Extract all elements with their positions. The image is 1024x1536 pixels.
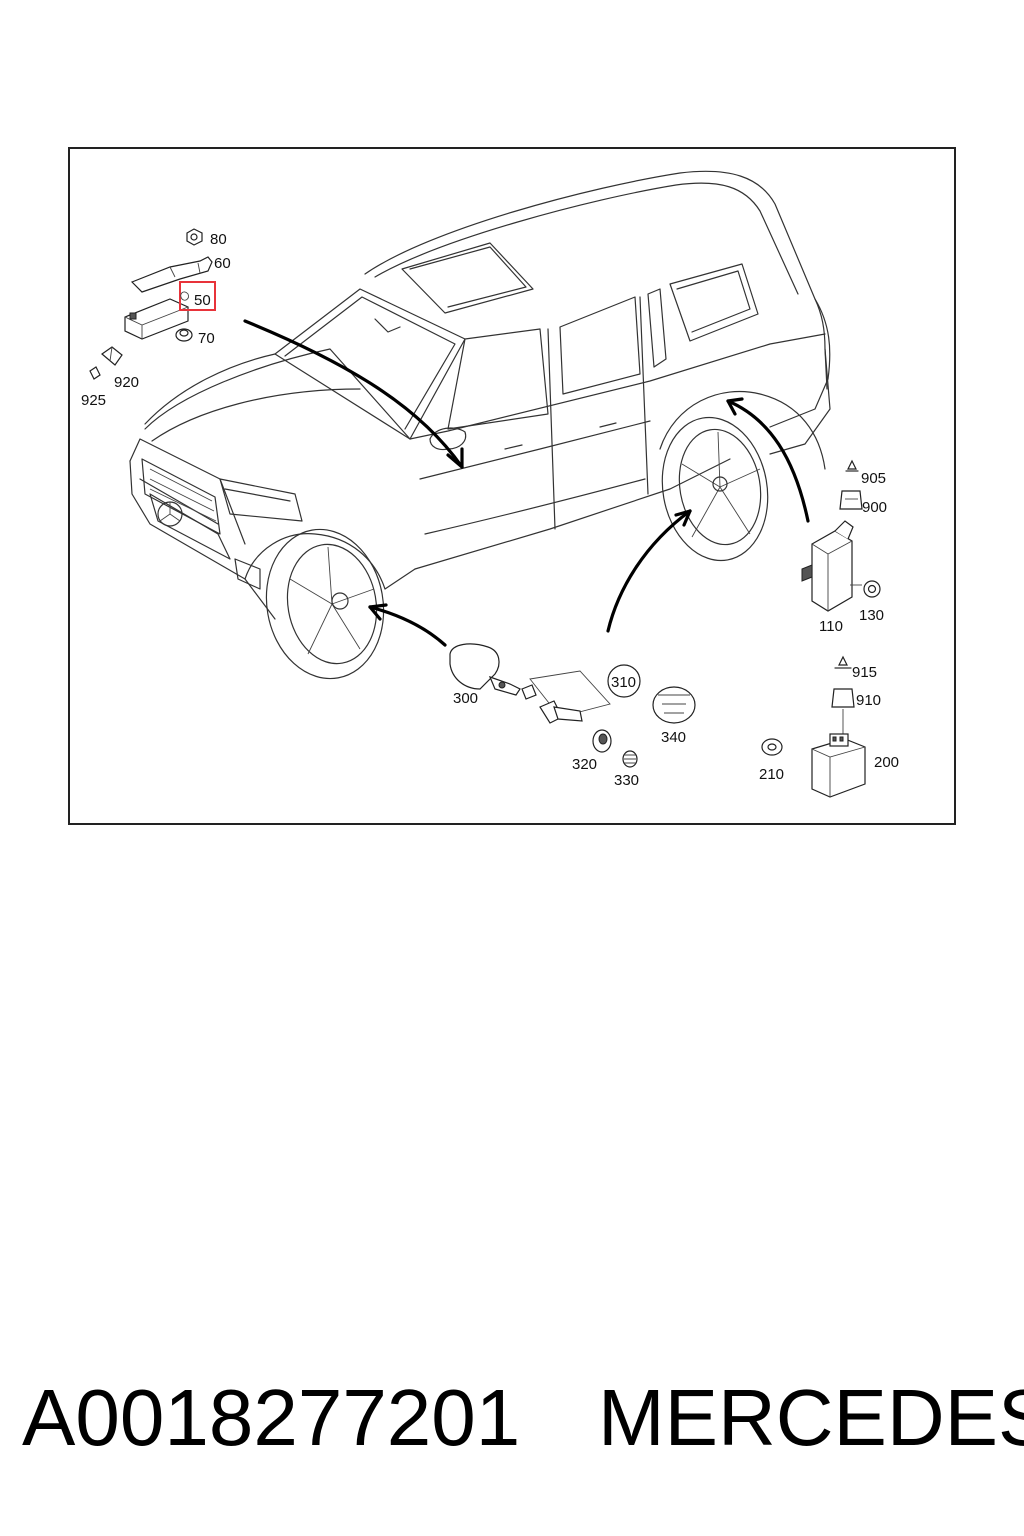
bracket-60-icon <box>130 256 213 293</box>
control-unit-50-icon <box>124 298 189 340</box>
parts-diagram-frame: 80 60 50 70 920 925 905 900 110 130 300 … <box>68 147 956 825</box>
part-group-receiver <box>761 655 866 798</box>
part-group-control-unit <box>89 228 216 380</box>
part-group-tire-sensor <box>449 643 696 768</box>
callout-labels: 80 60 50 70 920 925 905 900 110 130 300 … <box>81 231 899 789</box>
callout-920: 920 <box>114 374 139 391</box>
callout-70: 70 <box>198 330 215 347</box>
module-110-icon <box>801 520 854 612</box>
callout-80: 80 <box>210 231 227 248</box>
callout-925: 925 <box>81 392 106 409</box>
callout-905: 905 <box>861 470 886 487</box>
callout-340: 340 <box>661 729 686 746</box>
parts-diagram: 80 60 50 70 920 925 905 900 110 130 300 … <box>81 170 899 798</box>
highlight-box-50 <box>179 281 216 311</box>
pin-925-icon <box>89 366 101 380</box>
pin-915-icon <box>834 655 852 669</box>
part-number: A0018277201 <box>22 1373 521 1462</box>
callout-110: 110 <box>819 618 843 635</box>
callout-130: 130 <box>859 607 884 624</box>
nut-80-icon <box>186 228 203 246</box>
connector-900-icon <box>839 490 863 510</box>
footer: A0018277201 MERCEDES <box>0 1372 1024 1472</box>
callout-310: 310 <box>611 674 636 691</box>
callout-910: 910 <box>856 692 881 709</box>
callout-300: 300 <box>453 690 478 707</box>
callout-60: 60 <box>214 255 231 272</box>
brand-name: MERCEDES <box>598 1373 1024 1462</box>
pointer-arrows <box>243 319 810 647</box>
callout-50: 50 <box>194 292 211 309</box>
callout-200: 200 <box>874 754 899 771</box>
nut-210-icon <box>761 738 783 756</box>
clip-70-icon <box>175 328 193 342</box>
callout-330: 330 <box>614 772 639 789</box>
valve-core-330-icon <box>622 750 638 768</box>
receiver-module-200-icon <box>811 733 866 798</box>
tire-pressure-sensor-300-icon <box>449 643 521 696</box>
valve-310-icon <box>521 664 641 724</box>
callout-900: 900 <box>862 499 887 516</box>
connector-920-icon <box>101 346 123 366</box>
callout-210: 210 <box>759 766 784 783</box>
callout-915: 915 <box>852 664 877 681</box>
callout-320: 320 <box>572 756 597 773</box>
part-group-antenna <box>801 459 881 612</box>
nut-130-icon <box>863 580 881 598</box>
connector-910-icon <box>831 688 855 708</box>
pin-905-icon <box>845 459 859 472</box>
label-sticker-340-icon <box>652 686 696 724</box>
suv-illustration <box>129 170 831 680</box>
valve-cap-320-icon <box>592 729 612 753</box>
